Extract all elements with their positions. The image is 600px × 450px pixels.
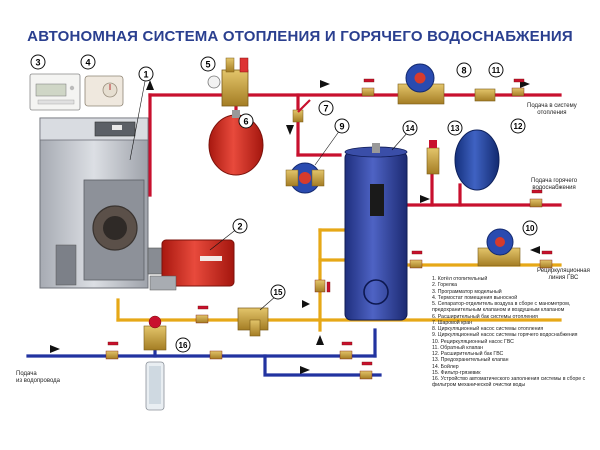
svg-text:2: 2 [237,222,242,232]
hot-water-boiler-tank [344,143,408,321]
heating-circulation-pump [397,63,445,105]
caption-water-supply: Подача из водопровода [16,371,61,384]
svg-text:8: 8 [461,66,466,76]
svg-text:11: 11 [492,66,501,75]
arrow-down-icon [286,125,294,135]
legend-item: 11. Обратный клапан [432,344,484,351]
svg-text:15: 15 [274,288,283,297]
callouts: 1 2 3 4 5 6 [30,54,538,353]
svg-text:4: 4 [85,58,90,68]
heating-boiler [39,117,149,289]
callout-9: 9 [314,118,350,166]
legend-item: 6. Расширительный бак системы отопления [432,313,538,320]
arrow-right-icon [320,80,330,88]
check-valve [474,88,496,102]
safety-valve [426,140,440,175]
svg-text:6: 6 [243,117,248,127]
dhw-circulation-pump [285,162,325,194]
valves [105,78,553,380]
programmer-unit [29,73,81,111]
caption-hot-water-supply: Подача горячего водоснабжения [531,178,578,191]
legend-item: 9. Циркуляционный насос системы горячего… [432,332,578,339]
legend-item: 15. Фильтр-грязевик [432,369,481,376]
arrow-left-icon [530,246,540,254]
return-pipes [116,228,562,332]
caption-recirculation: Рециркуляционная линия ГВС [537,268,590,281]
callout-11: 11 [488,62,504,78]
arrow-right-icon [420,195,430,203]
legend-item: 4. Термостат помещения выносной [432,294,518,301]
legend-item: 7. Шаровой кран [432,319,473,326]
arrow-right-icon [50,345,60,353]
callout-12: 12 [510,118,526,134]
arrow-right-icon [302,300,310,308]
callout-8: 8 [456,62,472,78]
callout-4: 4 [80,54,96,70]
callout-15: 15 [259,284,286,311]
room-thermostat [84,75,124,107]
callout-14: 14 [391,120,418,151]
svg-text:9: 9 [339,122,344,132]
legend-item: 1. Котёл отопительный [432,276,488,282]
callout-6: 6 [238,113,254,129]
legend-item: 13. Предохранительный клапан [432,357,509,364]
caption-heating-supply: Подача в систему отопления [527,103,577,116]
legend-item: 16. Устройство автоматического заполнени… [432,376,586,389]
legend-item: 3. Программатор модельный [432,288,502,295]
callout-16: 16 [175,337,191,353]
svg-text:13: 13 [451,124,460,133]
dhw-expansion-tank [454,129,500,191]
cold-pipes [26,328,382,377]
legend-item: 2. Горелка [432,282,458,289]
svg-text:10: 10 [526,224,535,233]
svg-text:12: 12 [514,122,523,131]
strainer-filter [237,307,269,337]
arrow-right-icon [300,366,310,374]
svg-text:14: 14 [406,124,415,133]
callout-3: 3 [30,54,46,70]
svg-text:5: 5 [205,60,210,70]
svg-text:1: 1 [143,70,148,80]
gas-burner [147,239,235,291]
callout-10: 10 [522,220,538,236]
recirculation-pump [477,228,521,267]
arrow-up-icon [146,80,154,90]
callout-7: 7 [318,100,334,116]
svg-text:7: 7 [323,104,328,114]
arrow-up-icon [316,335,324,345]
legend-item: 12. Расширительный бак ГВС [432,351,504,357]
fill-bypass-pipe [263,354,382,377]
auto-fill-unit [143,315,167,411]
svg-text:16: 16 [179,341,188,350]
svg-text:3: 3 [35,58,40,68]
air-separator-assembly [207,57,249,107]
legend-item: 10. Рециркуляционный насос ГВС [432,338,514,345]
ball-valve [292,99,311,123]
legend-item: 14. Бойлер [432,363,459,370]
callout-13: 13 [447,120,463,136]
callout-1: 1 [129,66,154,161]
diagram-title: АВТОНОМНАЯ СИСТЕМА ОТОПЛЕНИЯ И ГОРЯЧЕГО … [27,28,573,45]
component-legend: 1. Котёл отопительный 2. Горелка 3. Прог… [432,276,598,389]
callout-5: 5 [200,56,216,72]
legend-item: 8. Циркуляционный насос системы отоплени… [432,326,544,332]
legend-item: 5. Сепаратор-отделитель воздуха в сборе … [432,301,571,314]
heating-expansion-tank [208,110,264,176]
callout-2: 2 [209,218,248,251]
